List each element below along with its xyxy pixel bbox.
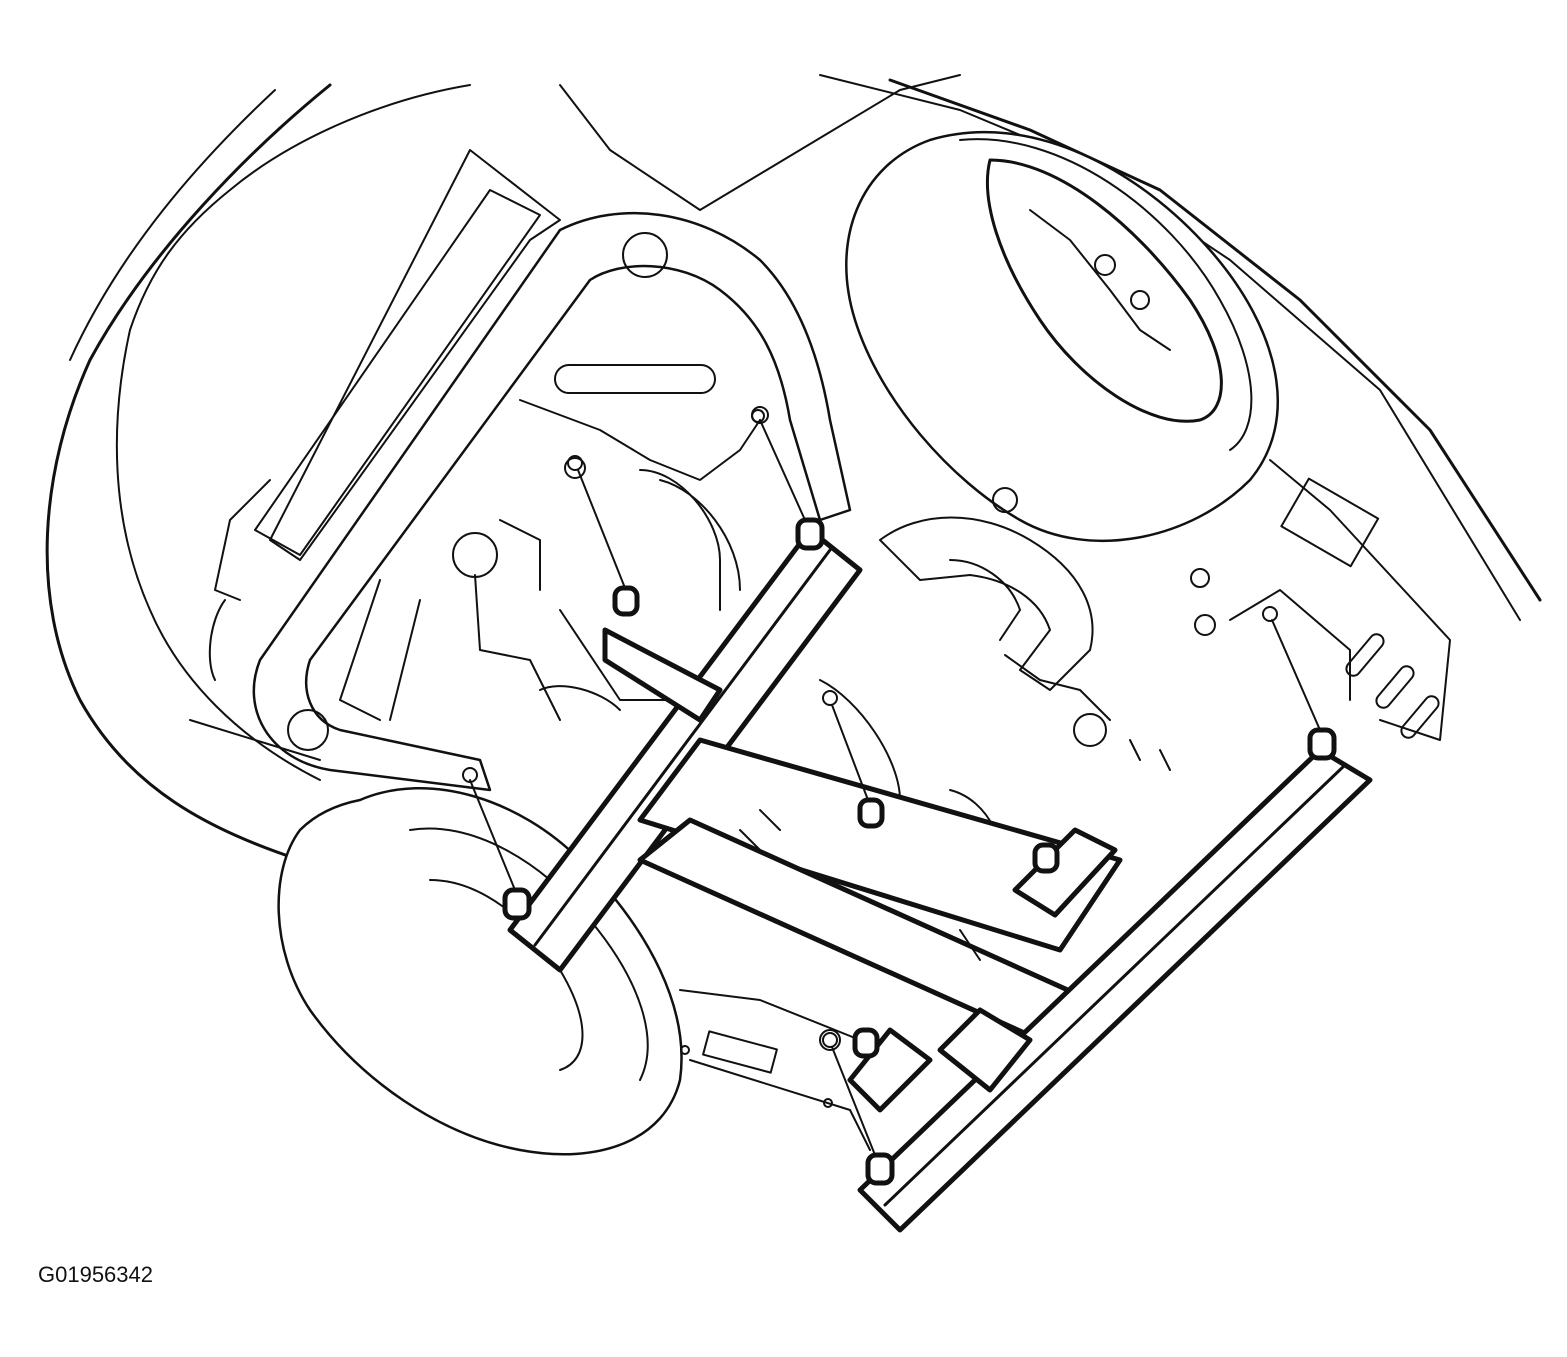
lift-pad-center-3 [1032, 842, 1060, 874]
lift-pad-front-right [795, 517, 825, 551]
lift-pad-center-2 [857, 797, 885, 829]
lift-pad-rear-right [1307, 727, 1337, 761]
lift-pad-center-1 [612, 585, 640, 617]
leader-lines [462, 409, 1321, 1156]
engine-support-block [602, 627, 723, 723]
engine-components [339, 364, 769, 721]
center-longitudinal-beam [637, 737, 1123, 953]
rear-wheel [845, 130, 1279, 543]
lift-pad-rear-left [865, 1152, 895, 1186]
figure-code-label: G01956342 [38, 1262, 153, 1287]
lift-pad-front-left [502, 887, 532, 921]
floor-pan-details [679, 989, 871, 1151]
lift-pads [502, 517, 1337, 1186]
rear-suspension [819, 477, 1440, 881]
engine-cradle [189, 149, 852, 792]
rear-cross-beam [857, 747, 1373, 1233]
lift-pad-center-4 [852, 1027, 880, 1059]
lift-fixture [507, 527, 1373, 1233]
